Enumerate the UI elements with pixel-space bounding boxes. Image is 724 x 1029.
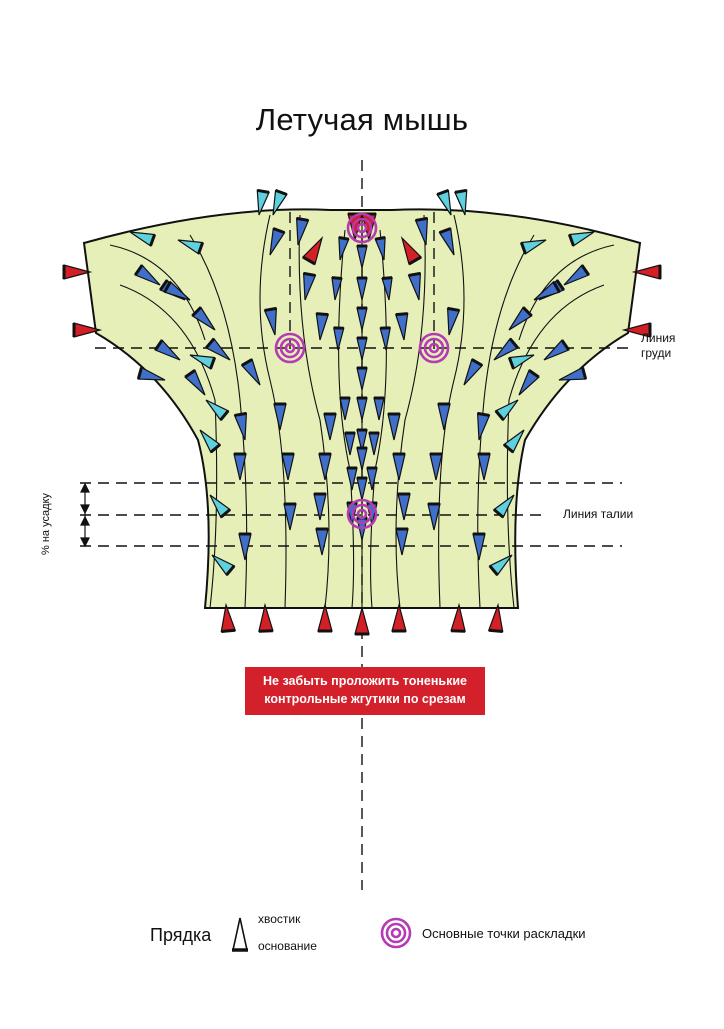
arrow-head-mid-up — [81, 517, 89, 525]
strand-marker — [355, 608, 369, 634]
legend-tail-label: хвостик — [258, 912, 300, 926]
notice-line-1: Не забыть проложить тоненькие — [245, 672, 485, 690]
notice-banner: Не забыть проложить тоненькие контрольны… — [245, 667, 485, 715]
bust-line-label-text: Линия груди — [641, 331, 675, 360]
notice-line-2: контрольные жгутики по срезам — [245, 690, 485, 708]
legend-key-points-label: Основные точки раскладки — [422, 926, 586, 941]
legend-base-label: основание — [258, 939, 317, 953]
legend-target-icon — [382, 919, 410, 947]
allowance-label: % на усадку — [40, 493, 52, 555]
legend-strand-icon — [232, 918, 248, 950]
strand-marker — [634, 265, 660, 279]
strand-marker — [64, 265, 90, 279]
bust-line-label: Линия груди — [641, 331, 701, 361]
waist-line-label: Линия талии — [563, 507, 633, 522]
arrow-head-down — [81, 538, 89, 546]
arrow-head-up — [81, 484, 89, 492]
arrow-head-mid-down — [81, 505, 89, 513]
page-title: Летучая мышь — [0, 102, 724, 138]
legend-strand-label: Прядка — [150, 925, 211, 946]
